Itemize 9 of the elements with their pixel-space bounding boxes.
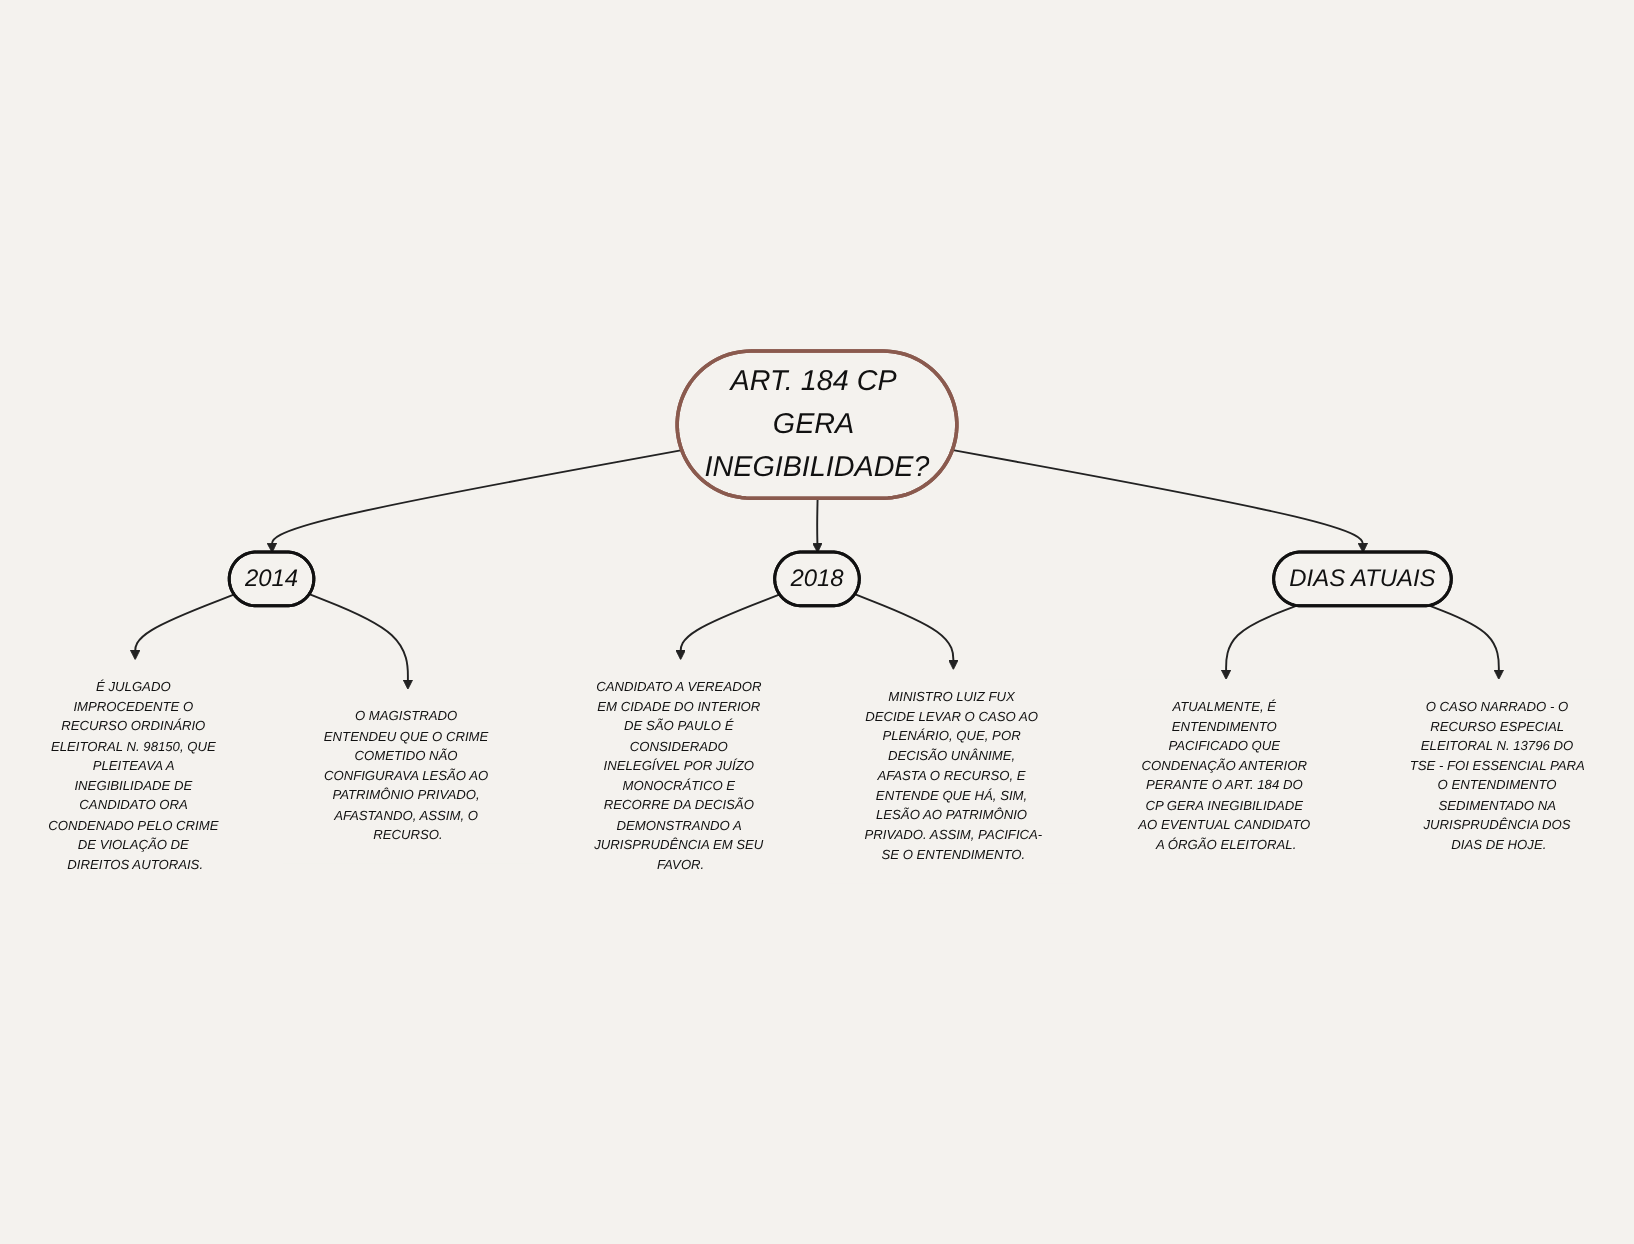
arrow — [266, 449, 684, 554]
arrow — [1429, 605, 1505, 680]
arrow — [952, 449, 1369, 554]
arrow — [1220, 605, 1298, 680]
arrow — [812, 497, 823, 554]
arrow — [854, 593, 959, 671]
arrow — [308, 593, 414, 690]
arrow — [129, 593, 236, 661]
arrow — [675, 593, 781, 661]
